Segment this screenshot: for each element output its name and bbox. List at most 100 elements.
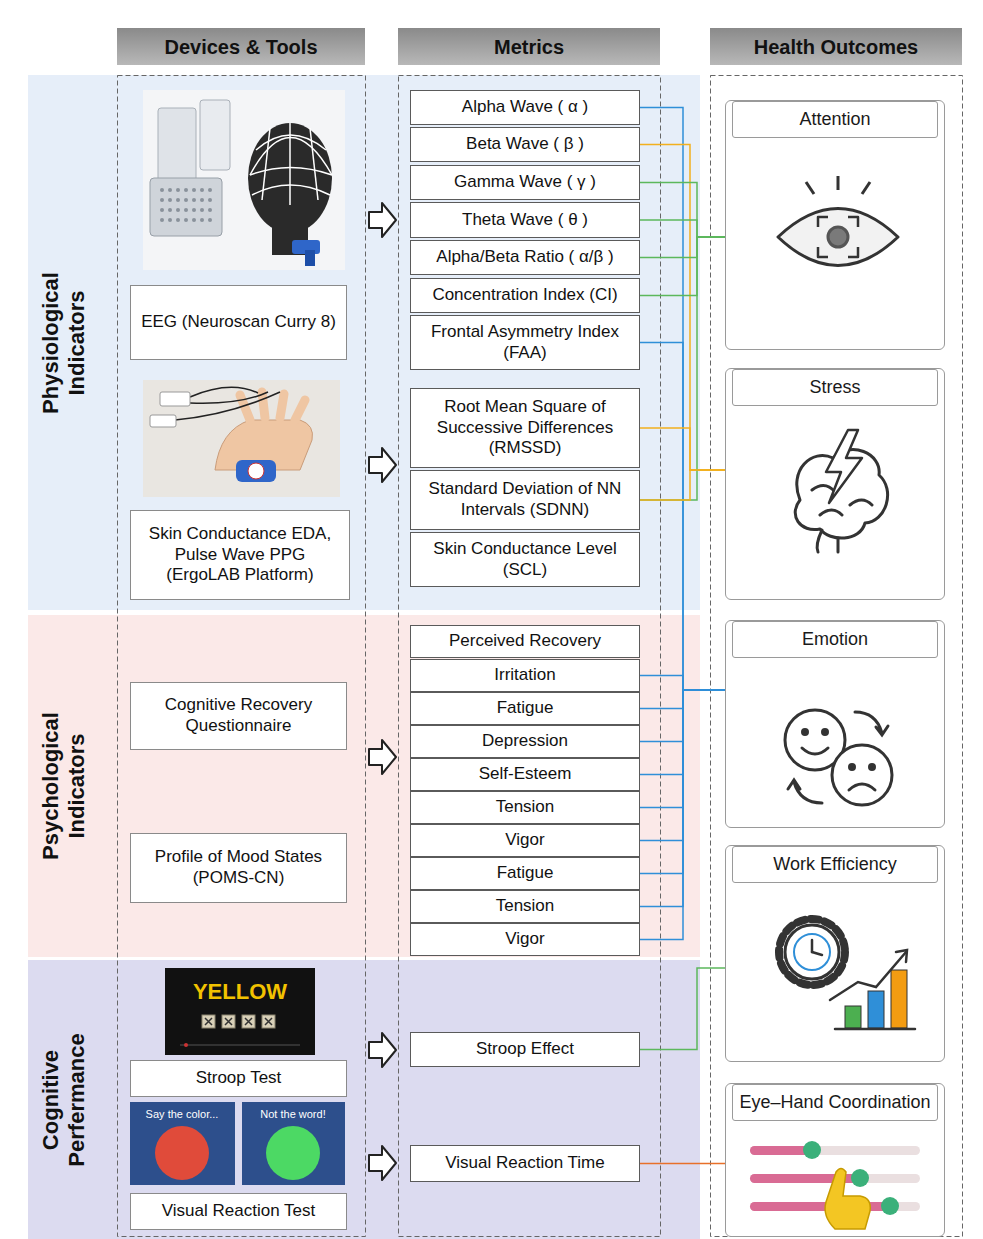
coordination-icon-part	[750, 1146, 920, 1155]
stroop-screen-part-part	[262, 1015, 275, 1028]
emotion-icon-part	[802, 748, 828, 754]
eeg-photo-part-part	[208, 218, 212, 222]
emotion-icon-part	[788, 780, 822, 803]
eye-icon	[778, 176, 898, 266]
eeg-photo-part-part	[289, 123, 291, 205]
connector-line	[640, 183, 725, 238]
emotion-icon-part	[823, 730, 828, 735]
eeg-photo-part	[248, 123, 332, 233]
metric-box: Irritation	[410, 659, 640, 692]
eeg-photo-part-part	[176, 198, 180, 202]
stroop-screen-part	[202, 1015, 275, 1028]
metric-box: Vigor	[410, 824, 640, 857]
connector-line	[640, 343, 725, 691]
metric-label: Concentration Index (CI)	[432, 285, 617, 306]
row-bands-part	[28, 75, 700, 610]
eeg-photo-part-part	[176, 188, 180, 192]
metric-label: Visual Reaction Time	[445, 1153, 604, 1174]
emotion-icon-part	[849, 784, 875, 790]
tool-box: Visual Reaction Test	[130, 1193, 347, 1230]
header-text: Health Outcomes	[754, 35, 918, 59]
tool-label: Visual Reaction Test	[162, 1201, 315, 1222]
outcome-heading-box: Eye–Hand Coordination	[732, 1084, 938, 1121]
efficiency-icon-part	[891, 970, 907, 1028]
efficiency-icon-part	[830, 952, 906, 1000]
coordination-icon-part	[881, 1197, 899, 1215]
metric-label: Alpha Wave ( α )	[462, 97, 588, 118]
efficiency-icon-part	[868, 991, 884, 1028]
metric-label: Vigor	[505, 929, 544, 950]
tool-label: EEG (Neuroscan Curry 8)	[141, 312, 336, 333]
metric-box: Self-Esteem	[410, 758, 640, 791]
efficiency-icon-part	[779, 919, 845, 985]
stroop-screen-part-part	[225, 1018, 232, 1025]
outcome-panel: Stress	[725, 368, 945, 600]
eeg-photo-part-part	[160, 208, 164, 212]
outcome-heading-box: Stress	[732, 369, 938, 406]
connector-line	[640, 968, 725, 1050]
screen-text: YELLOW	[193, 979, 287, 1005]
coordination-icon	[750, 1141, 920, 1229]
metric-label: Vigor	[505, 830, 544, 851]
metric-label: Tension	[496, 797, 555, 818]
hand-sensor-photo-part	[236, 460, 276, 482]
connector-line	[640, 690, 725, 940]
outcome-panel: Eye–Hand Coordination	[725, 1083, 945, 1237]
metric-box: Root Mean Square of Successive Differenc…	[410, 388, 640, 468]
band-label: Cognitive Perfermance	[38, 1010, 91, 1190]
eeg-photo-part-part	[192, 188, 196, 192]
hand-sensor-photo-part	[248, 463, 264, 479]
connector-line	[640, 428, 725, 470]
stroop-screen-part-part	[245, 1018, 252, 1025]
efficiency-icon-part	[785, 925, 839, 979]
outcome-heading-box: Work Efficiency	[732, 846, 938, 883]
eeg-photo-part-part	[192, 218, 196, 222]
eye-icon-part	[806, 182, 814, 194]
outcome-panel: Attention	[725, 100, 945, 350]
category-band: Physiological Indicators EEG (Neuroscan C…	[28, 75, 700, 610]
metric-label: Alpha/Beta Ratio ( α/β )	[436, 247, 613, 268]
metric-box: Gamma Wave ( γ )	[410, 165, 640, 200]
stroop-screen-part	[205, 1018, 272, 1025]
hollow-arrows-part	[369, 203, 396, 237]
eeg-photo-part-part	[250, 168, 332, 176]
eeg-photo-part	[143, 90, 345, 270]
eeg-photo-part-part	[168, 198, 172, 202]
stroop-screen-part-part	[202, 1015, 215, 1028]
metric-box: Skin Conductance Level (SCL)	[410, 532, 640, 587]
eye-icon-part	[862, 182, 870, 194]
brain-icon-part	[817, 530, 838, 552]
eeg-photo-part-part	[200, 208, 204, 212]
coordination-icon-part	[803, 1141, 821, 1159]
dashed-columns-part	[399, 76, 661, 1237]
metric-label: Root Mean Square of Successive Differenc…	[419, 397, 631, 459]
dashed-columns-part	[118, 76, 366, 1237]
efficiency-icon-part	[812, 952, 822, 955]
eeg-photo-part-part	[184, 218, 188, 222]
efficiency-icon-part	[896, 950, 907, 962]
band-label: Physiological Indicators	[38, 253, 91, 433]
eeg-photo-part-part	[192, 208, 196, 212]
emotion-icon-part	[870, 765, 875, 770]
brain-icon	[795, 430, 887, 552]
connector-line	[640, 108, 725, 691]
hand-sensor-photo-part	[175, 387, 280, 420]
tool-box: Cognitive Recovery Questionnaire	[130, 682, 347, 750]
column-header: Devices & Tools	[117, 28, 365, 65]
connector-line	[640, 237, 725, 500]
eeg-photo-part-part	[160, 218, 164, 222]
hollow-arrows-part	[369, 1033, 396, 1067]
outcome-heading-box: Attention	[732, 101, 938, 138]
metric-box: Standard Deviation of NN Intervals (SDNN…	[410, 470, 640, 530]
metric-box: Stroop Effect	[410, 1032, 640, 1067]
reaction-test-screens-part	[266, 1126, 320, 1180]
eeg-photo-part-part	[176, 208, 180, 212]
tool-box: Skin Conductance EDA, Pulse Wave PPG (Er…	[130, 510, 350, 600]
metric-label: Irritation	[494, 665, 555, 686]
eeg-photo-part-part	[200, 218, 204, 222]
eeg-photo-part	[250, 123, 332, 205]
reaction-test-screens	[130, 1102, 345, 1185]
hand-sensor-photo-part	[240, 392, 305, 420]
connector-line	[640, 220, 725, 237]
eeg-photo-part-part	[310, 128, 318, 200]
